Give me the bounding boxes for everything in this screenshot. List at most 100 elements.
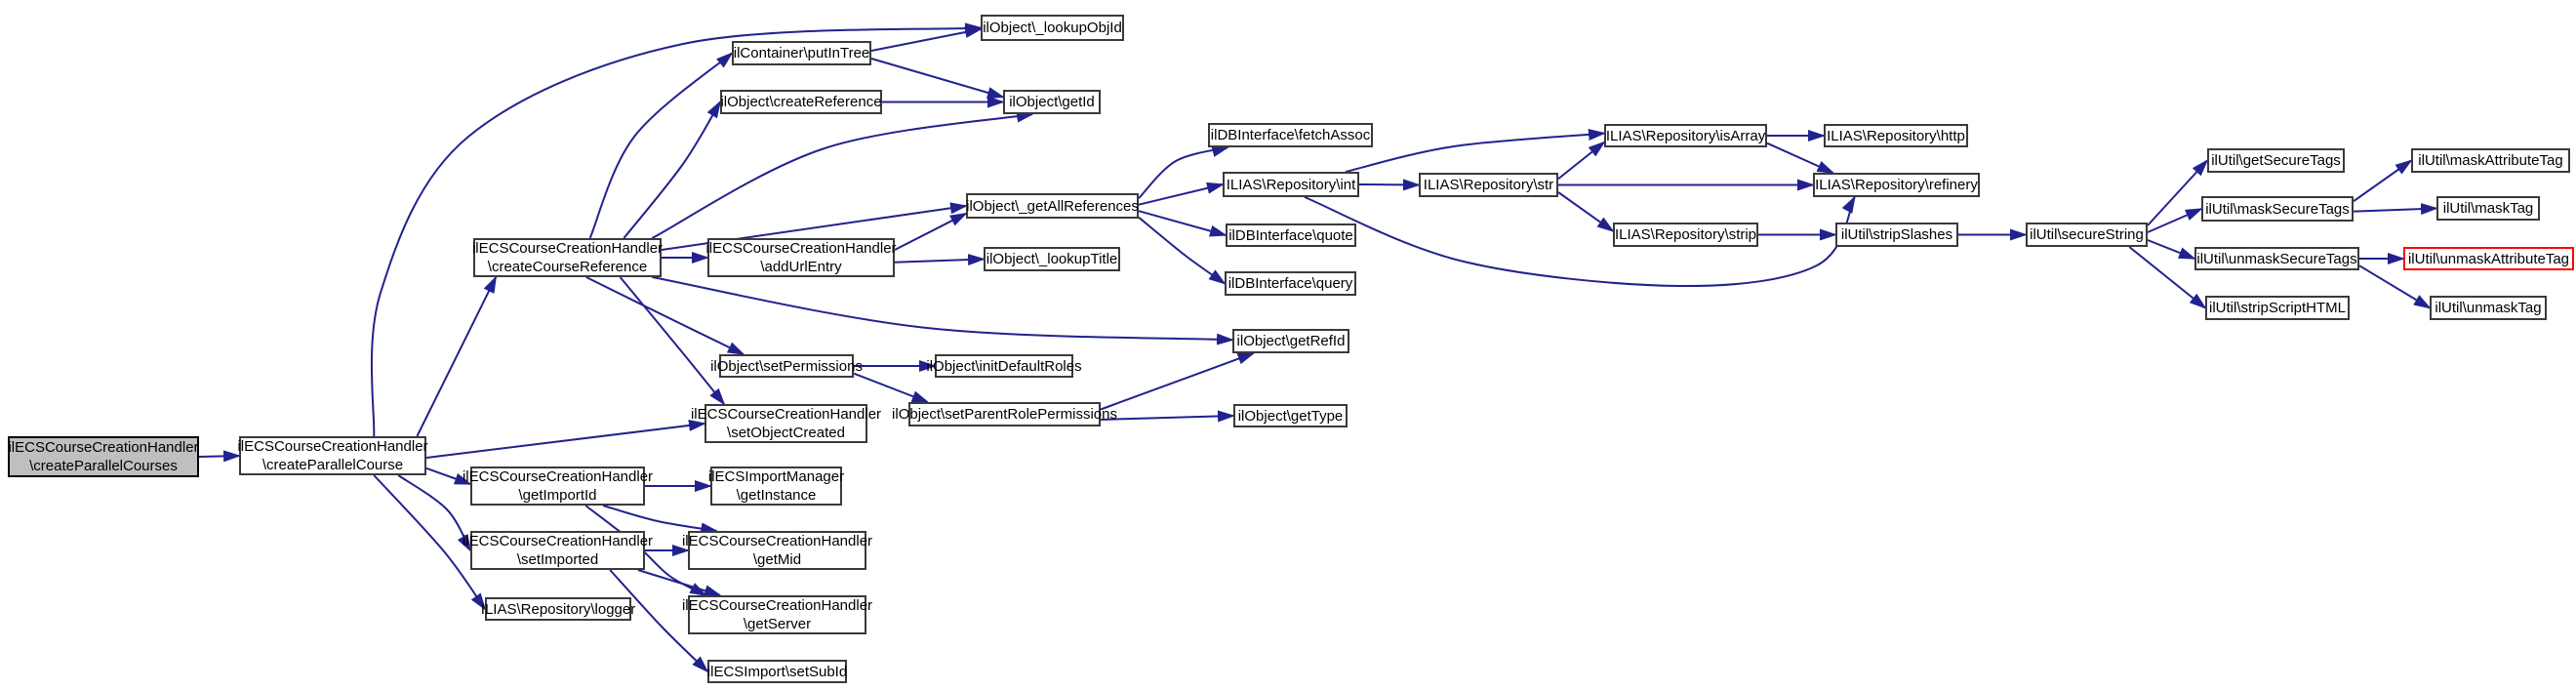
call-edge-sprp-gtype: [1100, 410, 1235, 423]
graph-node-sperm[interactable]: ilObject\setPermissions: [710, 354, 863, 378]
graph-node-label: ilUtil\unmaskAttributeTag: [2407, 250, 2570, 267]
graph-node-grefid[interactable]: ilObject\getRefId: [1232, 329, 1349, 353]
graph-node-gsrv[interactable]: ilECSCourseCreationHandler\getServer: [682, 595, 872, 634]
call-edge-pit-lobj: [870, 26, 983, 52]
graph-node-label: ilDBInterface\query: [1228, 275, 1353, 292]
graph-node-label: ilObject\createReference: [720, 94, 882, 110]
graph-node-ltit[interactable]: ilObject\_lookupTitle: [984, 247, 1120, 271]
graph-node-refin[interactable]: ILIAS\Repository\refinery: [1813, 173, 1980, 197]
call-edge-gar-query: [1138, 216, 1227, 285]
graph-node-label: \getImportId: [518, 487, 597, 504]
graph-node-ssub[interactable]: ilECSImport\setSubId: [707, 660, 847, 683]
graph-node-fassoc[interactable]: ilDBInterface\fetchAssoc: [1208, 123, 1373, 147]
graph-node-gid[interactable]: ilObject\getId: [1003, 90, 1101, 114]
graph-node-isarr[interactable]: ILIAS\Repository\isArray: [1604, 124, 1767, 147]
graph-node-label: ilUtil\maskAttributeTag: [2418, 152, 2563, 169]
graph-node-sstr[interactable]: ilUtil\secureString: [2026, 223, 2148, 247]
call-edge-cpc-lobj: [370, 22, 983, 437]
graph-node-label: ILIAS\Repository\isArray: [1605, 127, 1766, 144]
graph-node-ginst[interactable]: ilECSImportManager\getInstance: [707, 467, 845, 506]
graph-node-label: \createCourseReference: [487, 259, 648, 275]
graph-node-label: ilObject\setParentRolePermissions: [892, 406, 1117, 423]
graph-node-label: ilObject\getType: [1237, 407, 1344, 425]
graph-node-lobj[interactable]: ilObject\_lookupObjId: [981, 15, 1124, 41]
call-edge-cpc-socr: [425, 419, 706, 459]
graph-node-gii[interactable]: ilECSCourseCreationHandler \getImportId: [463, 467, 653, 506]
graph-node-http[interactable]: ILIAS\Repository\http: [1824, 124, 1968, 147]
graph-node-label: ilECSCourseCreationHandler: [237, 438, 428, 455]
graph-node-gtype[interactable]: ilObject\getType: [1233, 404, 1348, 427]
call-edge-gii-gmid: [602, 505, 719, 535]
graph-node-label: \createParallelCourses: [29, 458, 178, 474]
graph-node-label: ilObject\_getAllReferences: [966, 197, 1139, 215]
graph-node-label: ilContainer\putInTree: [733, 45, 870, 61]
graph-node-label: ilObject\_lookupTitle: [986, 251, 1118, 267]
call-edge-cpc-simp: [397, 474, 471, 552]
graph-node-mat[interactable]: ilUtil\maskAttributeTag: [2411, 148, 2570, 173]
call-edge-ccr-sperm: [585, 276, 745, 355]
graph-node-pit[interactable]: ilContainer\putInTree: [732, 41, 871, 65]
graph-node-query[interactable]: ilDBInterface\query: [1225, 271, 1356, 296]
graph-node-gmid[interactable]: ilECSCourseCreationHandler \getMid: [682, 531, 872, 570]
graph-node-mst[interactable]: ilUtil\maskSecureTags: [2201, 196, 2354, 222]
graph-node-cpc[interactable]: ilECSCourseCreationHandler\createParalle…: [237, 436, 428, 475]
graph-node-label: ilUtil\maskTag: [2442, 200, 2534, 217]
call-edge-ccr-grefid: [652, 276, 1234, 345]
graph-node-label: ilUtil\stripScriptHTML: [2208, 300, 2346, 316]
call-edge-isarr-refin: [1766, 142, 1835, 174]
graph-node-ust[interactable]: ilUtil\unmaskSecureTags: [2194, 247, 2359, 270]
graph-node-aue[interactable]: ilECSCourseCreationHandler\addUrlEntry: [705, 238, 897, 277]
graph-node-label: \getServer: [743, 616, 812, 632]
call-edge-ust-utag: [2358, 264, 2432, 309]
graph-node-cref[interactable]: ilObject\createReference: [720, 90, 882, 114]
graph-node-ssh[interactable]: ilUtil\stripScriptHTML: [2205, 296, 2350, 320]
graph-node-rint[interactable]: ILIAS\Repository\int: [1223, 172, 1359, 197]
graph-node-socr[interactable]: ilECSCourseCreationHandler \setObjectCrea…: [691, 404, 881, 443]
graph-node-idr[interactable]: ilObject\initDefaultRoles: [926, 354, 1082, 378]
graph-node-label: ilUtil\unmaskSecureTags: [2196, 250, 2357, 267]
graph-node-ccr[interactable]: ilECSCourseCreationHandler\createCourseR…: [472, 238, 663, 277]
graph-node-label: \addUrlEntry: [760, 259, 842, 275]
graph-node-gar[interactable]: ilObject\_getAllReferences: [966, 193, 1139, 219]
graph-node-rstrip[interactable]: ILIAS\Repository\strip: [1613, 223, 1758, 247]
graph-node-label: ilECSImport\setSubId: [706, 663, 848, 680]
graph-node-log[interactable]: ILIAS\Repository\logger: [481, 597, 635, 621]
graph-node-quote[interactable]: ilDBInterface\quote: [1226, 223, 1356, 247]
graph-node-label: ilObject\getRefId: [1236, 333, 1346, 349]
graph-node-label: ilObject\getId: [1009, 94, 1095, 110]
call-edge-mst-mat: [2353, 159, 2413, 203]
graph-node-label: ilECSImportManager: [707, 468, 845, 485]
call-edge-ccr-cref: [623, 100, 722, 239]
graph-node-label: ilECSCourseCreationHandler: [462, 468, 654, 485]
graph-node-sprp[interactable]: ilObject\setParentRolePermissions: [892, 402, 1117, 426]
graph-node-label: ilECSCourseCreationHandler: [462, 533, 654, 549]
graph-node-uat[interactable]: ilUtil\unmaskAttributeTag: [2403, 247, 2574, 270]
graph-node-rstr[interactable]: ILIAS\Repository\str: [1419, 173, 1558, 197]
graph-node-label: \getMid: [752, 551, 802, 568]
graph-node-simp[interactable]: ilECSCourseCreationHandler\setImported: [463, 531, 653, 570]
graph-node-label: ilUtil\stripSlashes: [1840, 226, 1953, 243]
graph-node-label: \setObjectCreated: [727, 425, 845, 441]
call-edge-pit-gid: [870, 58, 1005, 99]
graph-node-utag[interactable]: ilUtil\unmaskTag: [2430, 296, 2547, 320]
call-edge-rstr-isarr: [1557, 141, 1606, 181]
graph-node-label: ILIAS\Repository\logger: [480, 600, 636, 618]
call-edge-sstr-ust: [2147, 239, 2196, 260]
graph-node-label: ilUtil\getSecureTags: [2211, 152, 2341, 169]
graph-node-mtag[interactable]: ilUtil\maskTag: [2436, 196, 2540, 221]
graph-node-label: ILIAS\Repository\strip: [1614, 226, 1757, 243]
graph-node-label: ilECSCourseCreationHandler: [8, 439, 199, 456]
call-edge-cpc-ccr: [416, 275, 498, 437]
graph-node-cpcs[interactable]: ilECSCourseCreationHandler \createParalle…: [8, 436, 199, 477]
graph-node-label: ILIAS\Repository\http: [1827, 127, 1965, 144]
graph-node-label: ilECSCourseCreationHandler: [690, 406, 882, 423]
graph-node-label: ilUtil\secureString: [2030, 226, 2144, 243]
call-edge-ccr-gid: [651, 110, 1034, 239]
graph-node-label: ilECSCourseCreationHandler: [681, 533, 873, 549]
graph-node-label: ilObject\initDefaultRoles: [926, 357, 1082, 375]
call-edge-ccr-pit: [588, 52, 734, 239]
graph-node-gst[interactable]: ilUtil\getSecureTags: [2207, 148, 2345, 173]
graph-node-sslash[interactable]: ilUtil\stripSlashes: [1835, 223, 1958, 247]
graph-node-label: ILIAS\Repository\refinery: [1815, 177, 1978, 193]
